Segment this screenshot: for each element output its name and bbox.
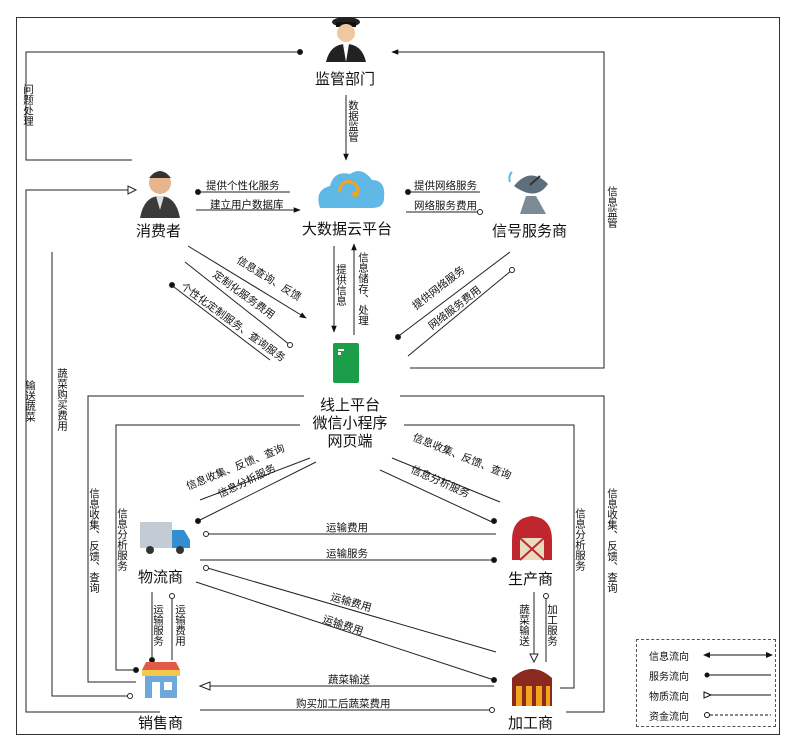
label-info-store: 信息储存、处理 <box>357 252 369 326</box>
building-icon <box>512 669 552 706</box>
legend-info-arrow <box>703 652 773 658</box>
node-consumer: 消费者 <box>136 222 182 240</box>
legend-material-line <box>703 691 771 699</box>
label-processed-fee: 购买加工后蔬菜费用 <box>296 698 391 710</box>
node-producer: 生产商 <box>508 570 554 588</box>
label-transport-fee3: 运输费用 <box>321 612 365 637</box>
legend-info-flow: 信息流向 <box>645 648 773 663</box>
edge-info-collect-left <box>87 395 304 683</box>
edge-transport-fee2 <box>203 566 497 653</box>
label-veg-purchase-fee: 蔬菜购买费用 <box>56 368 68 431</box>
label-transport-service1: 运输服务 <box>326 548 368 560</box>
label-info-analysis-left: 信息分析服务 <box>116 508 128 571</box>
label-personalized-service: 提供个性化服务 <box>206 180 280 192</box>
phone-platform-icon <box>333 343 359 383</box>
label-info-analysis-right: 信息分析服务 <box>574 508 586 571</box>
officer-icon <box>326 17 366 62</box>
legend-service-line <box>704 672 771 678</box>
edge-issue-handling <box>25 51 300 161</box>
edge-info-analysis-right <box>404 424 575 689</box>
truck-icon <box>140 522 190 554</box>
edge-veg-purchase-fee <box>51 252 128 697</box>
legend-money-flow: 资金流向 <box>645 708 771 723</box>
label-network-fee: 网络服务费用 <box>414 200 477 212</box>
barn-icon <box>512 516 552 561</box>
edge-info-analysis-prod <box>379 469 493 523</box>
label-info-collect-right: 信息收集、反馈、查询 <box>606 488 618 593</box>
edge-info-collect-prod <box>391 457 501 503</box>
label-deliver-veg: 输送蔬菜 <box>24 380 36 422</box>
shop-icon <box>142 662 180 698</box>
legend: 信息流向 服务流向 物质流向 资金流向 <box>636 639 776 727</box>
edge-provide-network2 <box>395 251 511 339</box>
label-provide-info: 提供信息 <box>335 264 347 306</box>
satellite-dish-icon <box>508 171 548 214</box>
node-retailer: 销售商 <box>138 714 184 732</box>
edge-info-analysis-left <box>115 424 300 671</box>
node-logistics: 物流商 <box>138 568 184 586</box>
edge-custom-service <box>169 283 271 361</box>
node-processor: 加工商 <box>508 714 554 732</box>
label-info-collect-left: 信息收集、反馈、查询 <box>88 488 100 593</box>
legend-money-line <box>704 712 771 718</box>
label-transport-fee2: 运输费用 <box>329 590 373 614</box>
node-regulator: 监管部门 <box>315 70 376 88</box>
edge-info-collect-right <box>400 395 605 713</box>
man-icon <box>140 171 180 218</box>
cloud-icon <box>318 171 385 208</box>
label-transport-fee1: 运输费用 <box>326 522 368 534</box>
edge-network-fee2 <box>407 269 513 357</box>
node-platform: 线上平台 微信小程序 网页端 <box>308 396 392 450</box>
edge-info-supervision <box>391 49 605 369</box>
label-veg-delivery: 蔬菜输送 <box>328 674 370 686</box>
label-info-supervision: 信息监管 <box>606 186 618 228</box>
label-info-analysis-prod: 信息分析服务 <box>409 463 472 501</box>
node-signal: 信号服务商 <box>492 222 568 240</box>
node-cloud: 大数据云平台 <box>302 220 393 238</box>
platform-line-2: 微信小程序 <box>312 414 388 432</box>
platform-line-1: 线上平台 <box>319 396 380 414</box>
legend-material-flow: 物质流向 <box>645 688 771 703</box>
edge-transport-service2 <box>195 581 495 681</box>
edge-custom-fee <box>184 261 291 346</box>
label-issue-handling: 问题处理 <box>22 84 34 126</box>
legend-service-flow: 服务流向 <box>645 668 771 683</box>
edge-info-analysis-log <box>195 461 317 523</box>
label-data-supervision: 数据监管 <box>347 100 359 142</box>
label-transport-fee4: 运输费用 <box>174 604 186 646</box>
edge-info-collect-log <box>199 457 311 501</box>
label-transport-service2: 运输服务 <box>152 604 164 646</box>
edge-deliver-veg <box>25 189 160 713</box>
diagram-frame <box>16 17 780 735</box>
platform-line-3: 网页端 <box>327 432 373 450</box>
label-processing-service: 加工服务 <box>546 604 558 646</box>
label-build-user-db: 建立用户数据库 <box>210 199 284 211</box>
label-veg-transport: 蔬菜输送 <box>518 604 530 646</box>
edge-info-query <box>187 245 307 319</box>
label-provide-network: 提供网络服务 <box>414 180 477 192</box>
